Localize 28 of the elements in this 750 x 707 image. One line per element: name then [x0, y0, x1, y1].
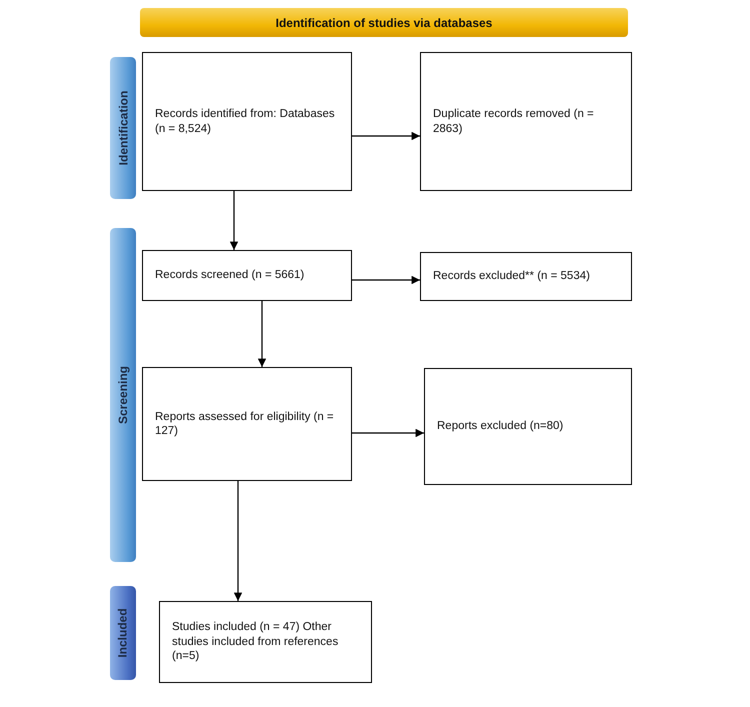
- arrow: [230, 191, 238, 250]
- stage-label: Included: [116, 608, 130, 658]
- process-box: [424, 368, 632, 485]
- stage-label: Screening: [116, 366, 130, 424]
- process-box: [142, 250, 352, 301]
- arrow: [234, 481, 242, 601]
- box-text: Records screened (n = 5661): [155, 268, 304, 283]
- arrow: [352, 428, 424, 438]
- header-banner: [140, 8, 628, 37]
- process-box: [142, 52, 352, 191]
- stage-label: Identification: [116, 90, 130, 166]
- process-box: [420, 252, 632, 301]
- box-text: Records identified from: Databases (n = 8,524): [155, 107, 336, 136]
- process-box: [142, 367, 352, 481]
- stage-label-bar: [110, 586, 136, 680]
- box-text: Duplicate records removed (n = 2863): [433, 107, 595, 136]
- box-text: Records excluded** (n = 5534): [433, 269, 590, 284]
- arrow: [258, 301, 266, 367]
- arrow: [352, 276, 420, 284]
- box-text: Reports assessed for eligibility (n = 127): [155, 410, 335, 438]
- stage-label-bar: [110, 228, 136, 562]
- box-text: Studies included (n = 47) Other studies included from references (n=5): [172, 620, 340, 664]
- box-text: Reports excluded (n=80): [437, 419, 564, 434]
- process-box: [159, 601, 372, 683]
- stage-label-bar: [110, 57, 136, 199]
- box-text: Identification of studies via databases: [276, 16, 492, 30]
- process-box: [420, 52, 632, 191]
- arrow: [352, 132, 420, 140]
